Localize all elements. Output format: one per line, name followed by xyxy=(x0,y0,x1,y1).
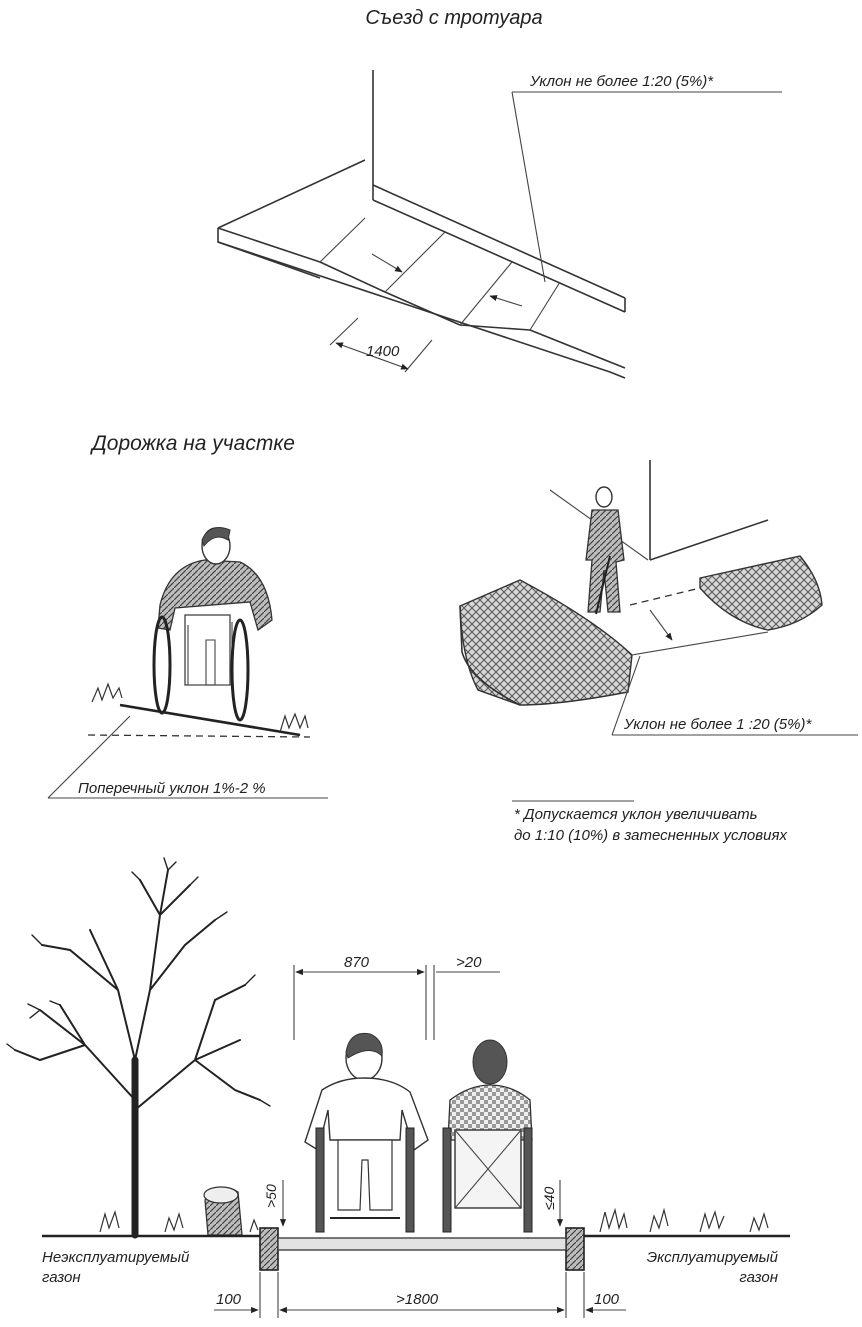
ramp-width-dimension xyxy=(335,342,409,370)
footnote-line-1: * Допускается уклон увеличивать xyxy=(514,806,758,823)
wheel-right xyxy=(230,618,250,722)
curb-left xyxy=(259,1227,279,1271)
paved-area-left xyxy=(459,579,633,706)
cross-section: 870 >20 >50 ≤40 100 >1800 100 Неэксплуат… xyxy=(6,857,790,1318)
wheelchair-user-back xyxy=(442,1039,533,1233)
pedestrian-with-cane xyxy=(585,486,625,615)
curb-top-edge xyxy=(372,184,626,299)
wheelchair-width-label: 870 xyxy=(344,954,370,971)
lawn-right-label-1: Эксплуатируемый xyxy=(647,1249,779,1266)
tilted-ground-line xyxy=(119,703,301,737)
ramp-section-title: Съезд с тротуара xyxy=(365,7,542,29)
ramp-arrow-up xyxy=(489,295,523,307)
paved-area-right xyxy=(699,555,823,631)
wheelchair-user-front xyxy=(304,1032,429,1233)
lawn-right-label-2: газон xyxy=(739,1269,778,1286)
path-slope-label: Уклон не более 1 :20 (5%)* xyxy=(623,716,812,733)
grass-tufts xyxy=(99,1207,769,1233)
ramp-section: Съезд с тротуара Уклон не более 1:20 (5%… xyxy=(217,7,782,379)
lawn-left-label-1: Неэксплуатируемый xyxy=(42,1249,190,1266)
lawn-left-label-2: газон xyxy=(42,1269,81,1286)
wheel-right-front xyxy=(405,1127,415,1233)
wheelchair-user-tilted xyxy=(87,527,311,738)
sidewalk-slab xyxy=(217,159,626,379)
curb-right-height-label: ≤40 xyxy=(541,1187,557,1210)
path-section: Дорожка на участке Поперечный уклон 1%-2… xyxy=(47,432,858,844)
curb-bottom-edge xyxy=(372,199,626,313)
path-perspective xyxy=(459,460,858,736)
ramp-slope-label: Уклон не более 1:20 (5%)* xyxy=(529,73,714,90)
curb-left-height-label: >50 xyxy=(263,1184,279,1208)
ramp-slope-line xyxy=(319,261,386,293)
right-edge-dim-label: 100 xyxy=(594,1291,620,1308)
cross-slope-label: Поперечный уклон 1%-2 % xyxy=(78,780,266,797)
tree xyxy=(6,857,271,1239)
path-width-label: >1800 xyxy=(396,1291,439,1308)
curb-right xyxy=(565,1227,585,1271)
path-surface xyxy=(277,1237,567,1251)
gap-width-label: >20 xyxy=(456,954,482,971)
horizontal-reference xyxy=(87,734,311,738)
path-direction-arrow xyxy=(649,609,673,641)
path-section-title: Дорожка на участке xyxy=(90,432,295,455)
ramp-arrow-down xyxy=(371,253,403,273)
footnote-line-2: до 1:10 (10%) в затесненных условиях xyxy=(514,827,787,844)
wheel-left-front xyxy=(315,1127,325,1233)
ramp-width-label: 1400 xyxy=(366,343,400,360)
left-edge-dim-label: 100 xyxy=(216,1291,242,1308)
wheel-left xyxy=(152,615,172,715)
